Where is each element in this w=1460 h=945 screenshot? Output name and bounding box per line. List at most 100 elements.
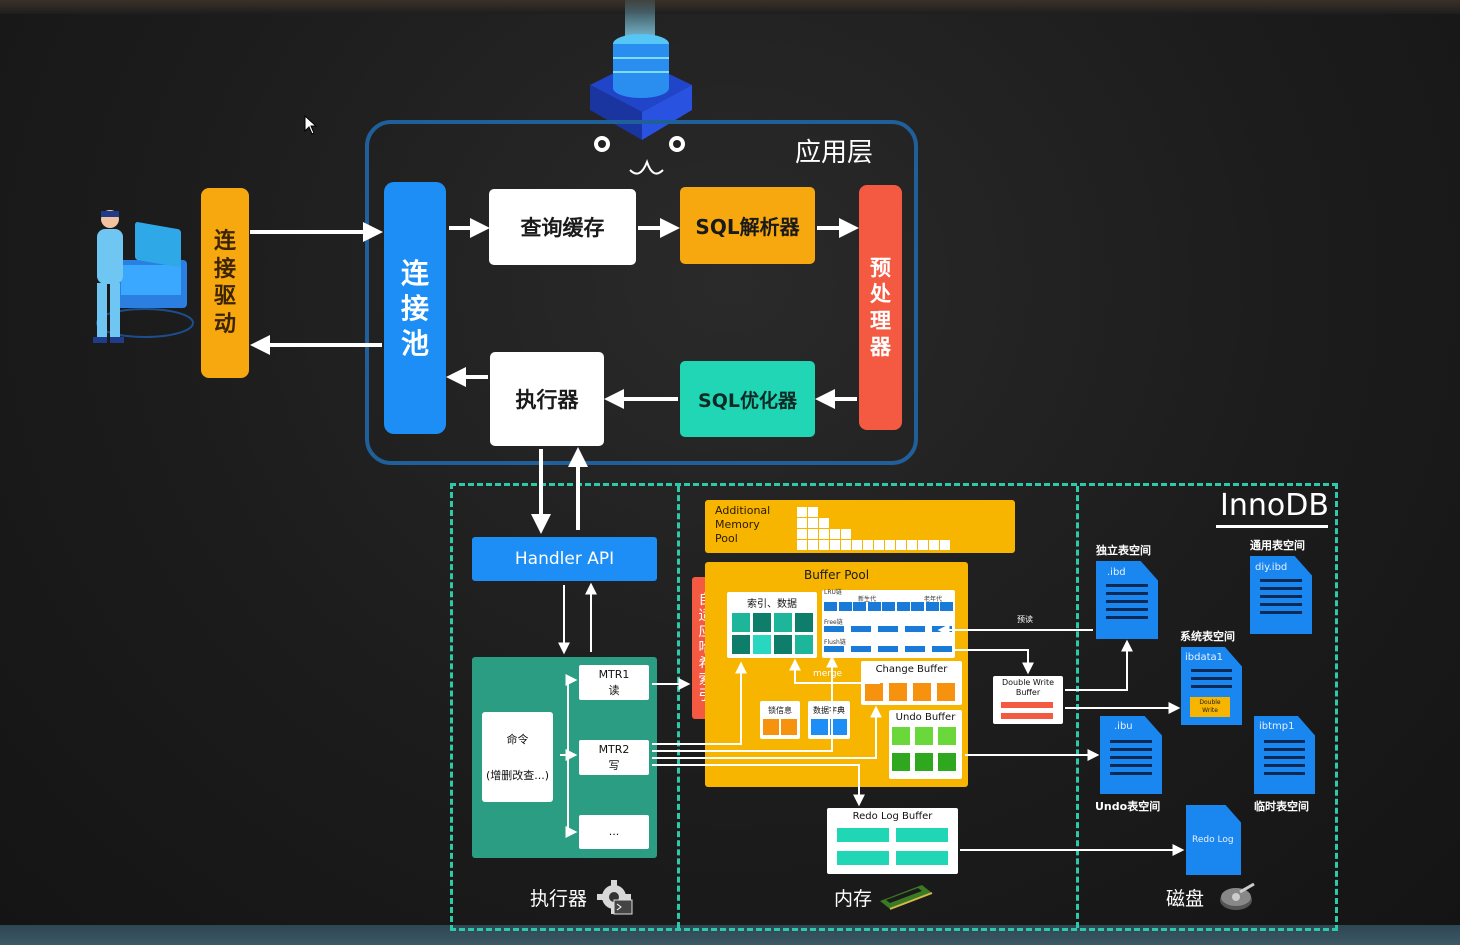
flush-label: Flush链 <box>824 639 846 646</box>
ram-chip-icon <box>880 885 933 910</box>
lru-page-block <box>940 602 953 611</box>
redo-block <box>896 851 948 865</box>
ibd-file-label: 独立表空间 <box>1096 544 1151 557</box>
diy-file-name: diy.ibd <box>1255 562 1288 573</box>
undo-buffer-blocks <box>892 727 960 775</box>
free-label: Free链 <box>824 619 843 626</box>
pre-char: 处 <box>870 282 891 307</box>
command-label: 命令 <box>506 733 529 746</box>
data-dict-block <box>830 719 847 735</box>
top-background-band <box>0 0 1460 14</box>
pool-char: 连 <box>400 256 429 290</box>
flush-chain <box>824 646 954 654</box>
flush-page-block <box>824 646 844 652</box>
new-gen-label: 新生代 <box>858 596 877 603</box>
sql-optimizer-box: SQL优化器 <box>680 361 815 437</box>
app-layer-title: 应用层 <box>795 138 874 168</box>
connection-pool-box: 连 接 池 <box>384 182 446 434</box>
driver-char: 驱 <box>213 284 236 309</box>
redo-block <box>837 828 889 842</box>
diy-file-icon: diy.ibd <box>1250 556 1312 634</box>
driver-char: 连 <box>213 229 236 254</box>
lock-info-label: 锁信息 <box>768 706 792 715</box>
change-buffer-block <box>913 683 931 701</box>
memory-block <box>830 540 840 550</box>
ibtmp-file-icon: ibtmp1 <box>1254 716 1315 794</box>
redo-log-buffer-title: Redo Log Buffer <box>852 811 933 822</box>
dwb-line: Double Write <box>1001 678 1054 687</box>
redo-block <box>837 851 889 865</box>
dwb-bar <box>1001 702 1053 708</box>
undo-buffer-block <box>892 753 910 771</box>
ibd-file-icon: .ibd <box>1096 561 1158 639</box>
lock-info-block <box>763 719 779 735</box>
ibd-file-name: .ibd <box>1107 567 1126 578</box>
memory-block <box>852 540 862 550</box>
index-page-grid <box>732 613 813 655</box>
memory-block <box>940 540 950 550</box>
lru-page-block <box>824 602 837 611</box>
executor-box: 执行器 <box>490 352 604 446</box>
additional-memory-pool-label: Additional Memory Pool <box>715 504 795 546</box>
connection-driver-box: 连 接 驱 动 <box>201 188 249 378</box>
hard-disk-icon <box>1220 882 1255 910</box>
command-box: 命令 (增删改查...) <box>482 712 553 802</box>
app-layer-frame <box>365 120 918 465</box>
double-write-buffer-label: Double Write Buffer <box>993 678 1063 698</box>
memory-block <box>797 507 807 517</box>
ibtmp-file-name: ibtmp1 <box>1259 721 1295 732</box>
ibtmp-file-label: 临时表空间 <box>1254 800 1309 813</box>
prefetch-label: 预读 <box>1017 615 1033 624</box>
innodb-frame <box>450 483 1338 931</box>
lru-page-block <box>867 602 881 611</box>
free-page-block <box>932 626 952 632</box>
memory-block-grid <box>797 503 957 551</box>
memory-block <box>808 540 818 550</box>
gear-terminal-icon <box>597 880 633 915</box>
undo-buffer-block <box>915 753 933 771</box>
undo-buffer-block <box>892 727 910 745</box>
memory-block <box>841 529 851 539</box>
flush-page-block <box>851 646 871 652</box>
index-page-block <box>753 635 771 654</box>
memory-block <box>841 540 851 550</box>
mtr2-label: MTR2 <box>598 743 630 757</box>
memory-block <box>863 540 873 550</box>
memory-section-label: 内存 <box>834 888 873 910</box>
change-buffer-block <box>865 683 883 701</box>
index-data-label: 索引、数据 <box>747 599 797 610</box>
dwb-line: Buffer <box>1015 688 1041 697</box>
index-page-block <box>732 613 750 632</box>
innodb-title: InnoDB <box>1220 488 1329 523</box>
ibdata-inner-line: Write <box>1202 707 1218 714</box>
mtr1-box: MTR1 读 <box>579 665 649 700</box>
memory-block <box>797 518 807 528</box>
ibdata-inner-line: Double <box>1199 699 1221 706</box>
memory-block <box>819 518 829 528</box>
memory-block <box>808 507 818 517</box>
redo-log-file-icon: Redo Log <box>1186 805 1241 875</box>
memory-block <box>907 540 917 550</box>
change-buffer-blocks <box>865 683 960 701</box>
undo-buffer-block <box>915 727 933 745</box>
pool-char: 接 <box>400 291 429 325</box>
index-page-block <box>795 613 813 632</box>
memory-block <box>808 518 818 528</box>
mtr2-box: MTR2 写 <box>579 740 649 775</box>
memory-block <box>929 540 939 550</box>
ibdata-file-name: ibdata1 <box>1185 652 1224 663</box>
ibdata-file-label: 系统表空间 <box>1180 630 1235 643</box>
change-buffer-block <box>937 683 955 701</box>
database-icon <box>590 0 692 175</box>
free-page-block <box>905 626 925 632</box>
lru-page-block <box>838 602 852 611</box>
memory-block <box>885 540 895 550</box>
mtr1-sub: 读 <box>608 683 620 697</box>
change-buffer-title: Change Buffer <box>875 664 948 675</box>
free-page-block <box>824 626 844 632</box>
lru-page-block <box>882 602 895 611</box>
lru-page-block <box>925 602 939 611</box>
diy-file-label: 通用表空间 <box>1250 539 1305 552</box>
command-detail: (增删改查...) <box>485 769 550 782</box>
am-line: Additional <box>715 504 771 517</box>
